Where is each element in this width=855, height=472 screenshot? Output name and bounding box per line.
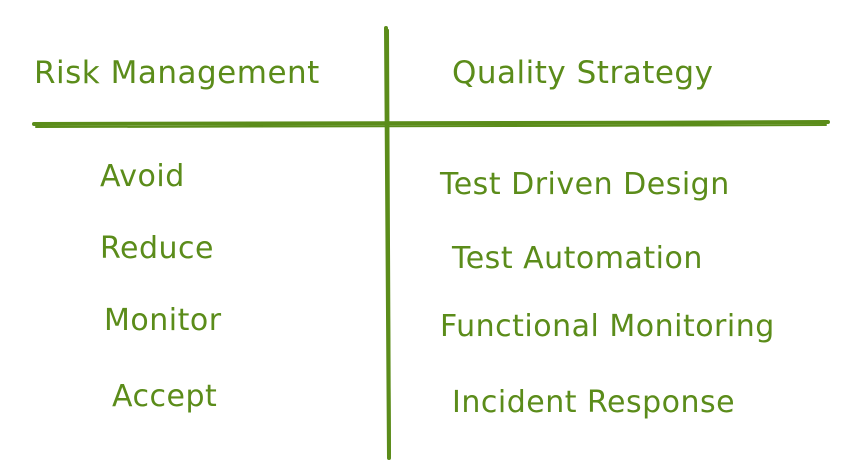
strategy-item-test-automation: Test Automation bbox=[452, 241, 703, 276]
vertical-divider-overstroke bbox=[387, 29, 391, 457]
horizontal-divider-overstroke bbox=[35, 124, 827, 128]
risk-item-reduce: Reduce bbox=[100, 231, 214, 266]
risk-item-monitor: Monitor bbox=[104, 303, 222, 338]
horizontal-divider bbox=[32, 120, 830, 127]
risk-item-accept: Accept bbox=[112, 379, 218, 414]
risk-item-avoid: Avoid bbox=[100, 159, 185, 194]
strategy-item-incident-response: Incident Response bbox=[452, 385, 736, 420]
strategy-item-test-driven-design: Test Driven Design bbox=[440, 167, 730, 202]
vertical-divider bbox=[384, 26, 391, 460]
column-heading-quality-strategy: Quality Strategy bbox=[452, 55, 714, 91]
strategy-item-functional-monitoring: Functional Monitoring bbox=[440, 309, 775, 344]
column-heading-risk-management: Risk Management bbox=[34, 55, 320, 91]
